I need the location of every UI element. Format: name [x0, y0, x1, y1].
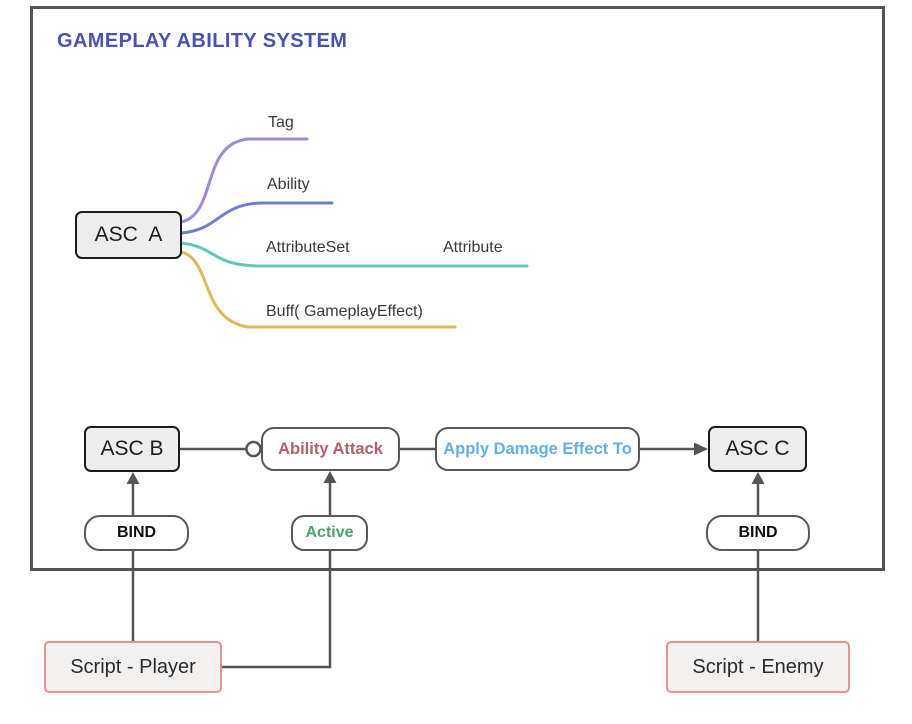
branch-label-tag[interactable]: Tag — [268, 114, 294, 131]
node-active[interactable]: Active — [291, 515, 368, 551]
node-asc-a[interactable]: ASC A — [75, 211, 182, 259]
node-apply-damage-effect[interactable]: Apply Damage Effect To — [435, 427, 640, 471]
branch-label-ability[interactable]: Ability — [267, 176, 310, 193]
node-asc-b[interactable]: ASC B — [84, 426, 180, 472]
node-ability-attack[interactable]: Ability Attack — [261, 427, 400, 471]
node-script-enemy[interactable]: Script - Enemy — [666, 641, 850, 693]
node-bind-left[interactable]: BIND — [84, 515, 189, 551]
node-script-player[interactable]: Script - Player — [44, 641, 222, 693]
node-asc-c[interactable]: ASC C — [708, 426, 807, 472]
branch-label-attributeset[interactable]: AttributeSet — [266, 239, 350, 256]
branch-label-buff[interactable]: Buff( GameplayEffect) — [266, 303, 423, 320]
node-bind-right[interactable]: BIND — [706, 515, 810, 551]
diagram-title: GAMEPLAY ABILITY SYSTEM — [57, 30, 348, 52]
branch-label-attribute[interactable]: Attribute — [443, 239, 503, 256]
diagram-frame — [30, 6, 885, 571]
